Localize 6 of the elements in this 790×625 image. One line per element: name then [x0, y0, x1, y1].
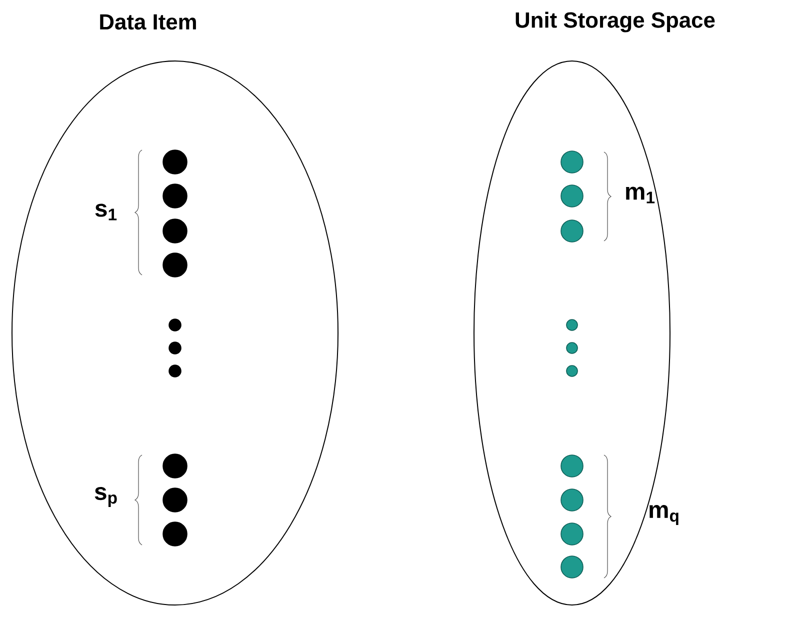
brace-label: s$_{p}$ — [94, 486, 117, 508]
brace-label: m$_{q}$ — [650, 504, 678, 526]
heading: Data Item — [100, 14, 196, 30]
brace-label: s$_{1}$ — [95, 204, 117, 220]
brace-label: m$_{1}$ — [626, 186, 655, 204]
heading: Unit Storage Space — [516, 12, 715, 32]
